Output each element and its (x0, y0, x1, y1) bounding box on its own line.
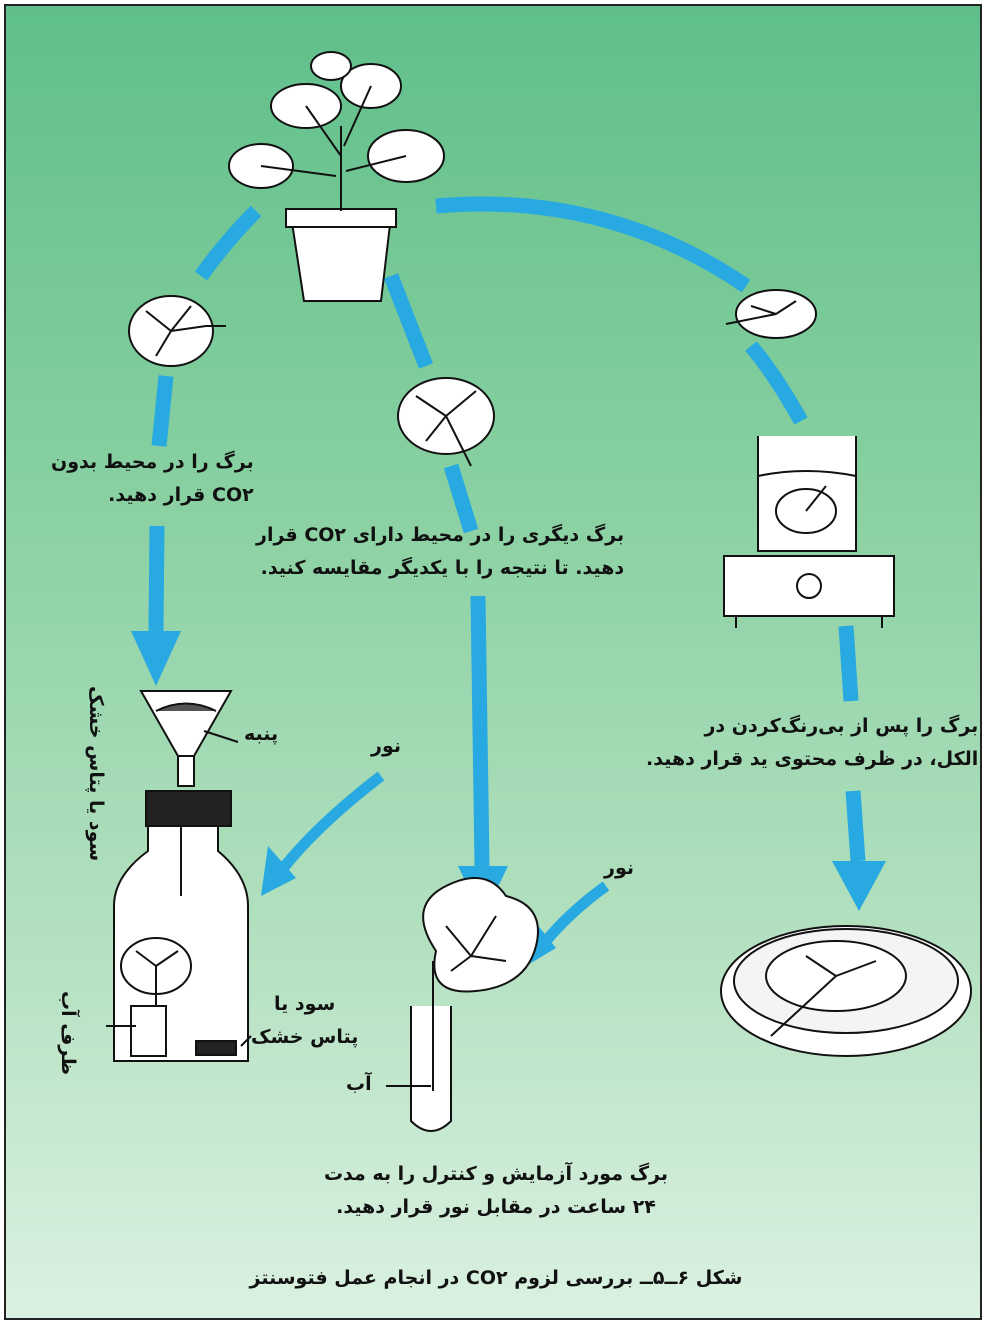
leaf-left (128, 295, 226, 367)
water-cup (130, 1005, 167, 1057)
arrowhead-light-left (261, 846, 296, 896)
sealed-bottle (106, 690, 252, 1062)
arrowhead-right (832, 861, 886, 911)
iodine-dish (720, 925, 972, 1057)
arrow-pot-to-left-leaf (194, 205, 262, 281)
step-middle-text: برگ دیگری را در محیط دارای CO۲ قرار دهید… (256, 519, 624, 586)
step-right-line-2: الکل، در ظرف محتوی ید قرار دهید. (646, 748, 979, 771)
label-light-middle: نور (604, 857, 634, 879)
step-bottom-line-2: ۲۴ ساعت در مقابل نور قرار دهید. (336, 1196, 656, 1219)
label-cotton: پنبه (244, 723, 279, 745)
label-soda-bottom-line-2: پتاس خشک (251, 1026, 359, 1049)
arrow-pot-to-middle-1 (384, 273, 433, 369)
soda-tray (195, 1040, 237, 1056)
test-tube (410, 1006, 452, 1132)
test-tube-setup (386, 877, 539, 1132)
hot-plate-knob (796, 573, 822, 599)
arrow-light-left (276, 771, 385, 875)
arrowhead-left (131, 631, 181, 686)
tube-leaf (422, 877, 539, 993)
figure-caption: شکل ۶ــ۵ــ بررسی لزوم CO۲ در انجام عمل ف… (249, 1267, 743, 1289)
step-middle-line-2: دهید. تا نتیجه را با یکدیگر مقایسه کنید. (260, 557, 625, 580)
arrow-middle-down-1 (443, 463, 479, 534)
flow-arrows (148, 196, 866, 945)
potted-plant (228, 51, 445, 302)
illustration (106, 51, 972, 1132)
arrow-pot-to-right-2 (745, 341, 808, 425)
arrow-right-down-2 (845, 790, 866, 862)
plant-leaf (310, 51, 352, 81)
step-right-text: برگ را پس از بی‌رنگ‌کردن در الکل، در ظرف… (646, 710, 978, 777)
leaf-middle (397, 377, 495, 467)
arrow-pot-to-right-1 (435, 196, 751, 293)
flower-pot (289, 215, 393, 302)
figure-frame: برگ را در محیط بدون CO۲ قرار دهید. برگ د… (4, 4, 982, 1320)
step-bottom-line-1: برگ مورد آزمایش و کنترل را به مدت (323, 1163, 669, 1185)
arrow-left-leaf-down-1 (151, 375, 174, 447)
pot-rim (285, 208, 397, 228)
step-left-line-2: CO۲ قرار دهید. (108, 484, 254, 507)
funnel (139, 690, 233, 757)
step-bottom-text: برگ مورد آزمایش و کنترل را به مدت ۲۴ ساع… (286, 1158, 706, 1225)
label-soda-bottom: سود یا پتاس خشک (251, 988, 358, 1055)
label-water-container-vertical: ظرف آب (57, 991, 79, 1076)
arrow-light-middle (541, 881, 610, 945)
beaker-on-heater (723, 436, 895, 628)
arrow-right-down-1 (838, 625, 859, 702)
leaf-right (725, 289, 817, 339)
label-soda-dry-vertical: سود یا پتاس خشک (85, 686, 107, 862)
label-light-left: نور (371, 735, 401, 757)
step-right-line-1: برگ را پس از بی‌رنگ‌کردن در (704, 715, 979, 737)
arrow-left-leaf-down-2 (148, 525, 165, 632)
label-water: آب (346, 1073, 372, 1095)
step-middle-line-1: برگ دیگری را در محیط دارای CO۲ قرار (256, 524, 625, 546)
step-left-line-1: برگ را در محیط بدون (51, 451, 254, 473)
step-left-text: برگ را در محیط بدون CO۲ قرار دهید. (51, 446, 254, 513)
arrow-middle-down-2 (470, 595, 490, 867)
label-soda-bottom-line-1: سود یا (274, 993, 336, 1015)
bottle (113, 825, 249, 1062)
bottle-stopper (145, 790, 232, 827)
